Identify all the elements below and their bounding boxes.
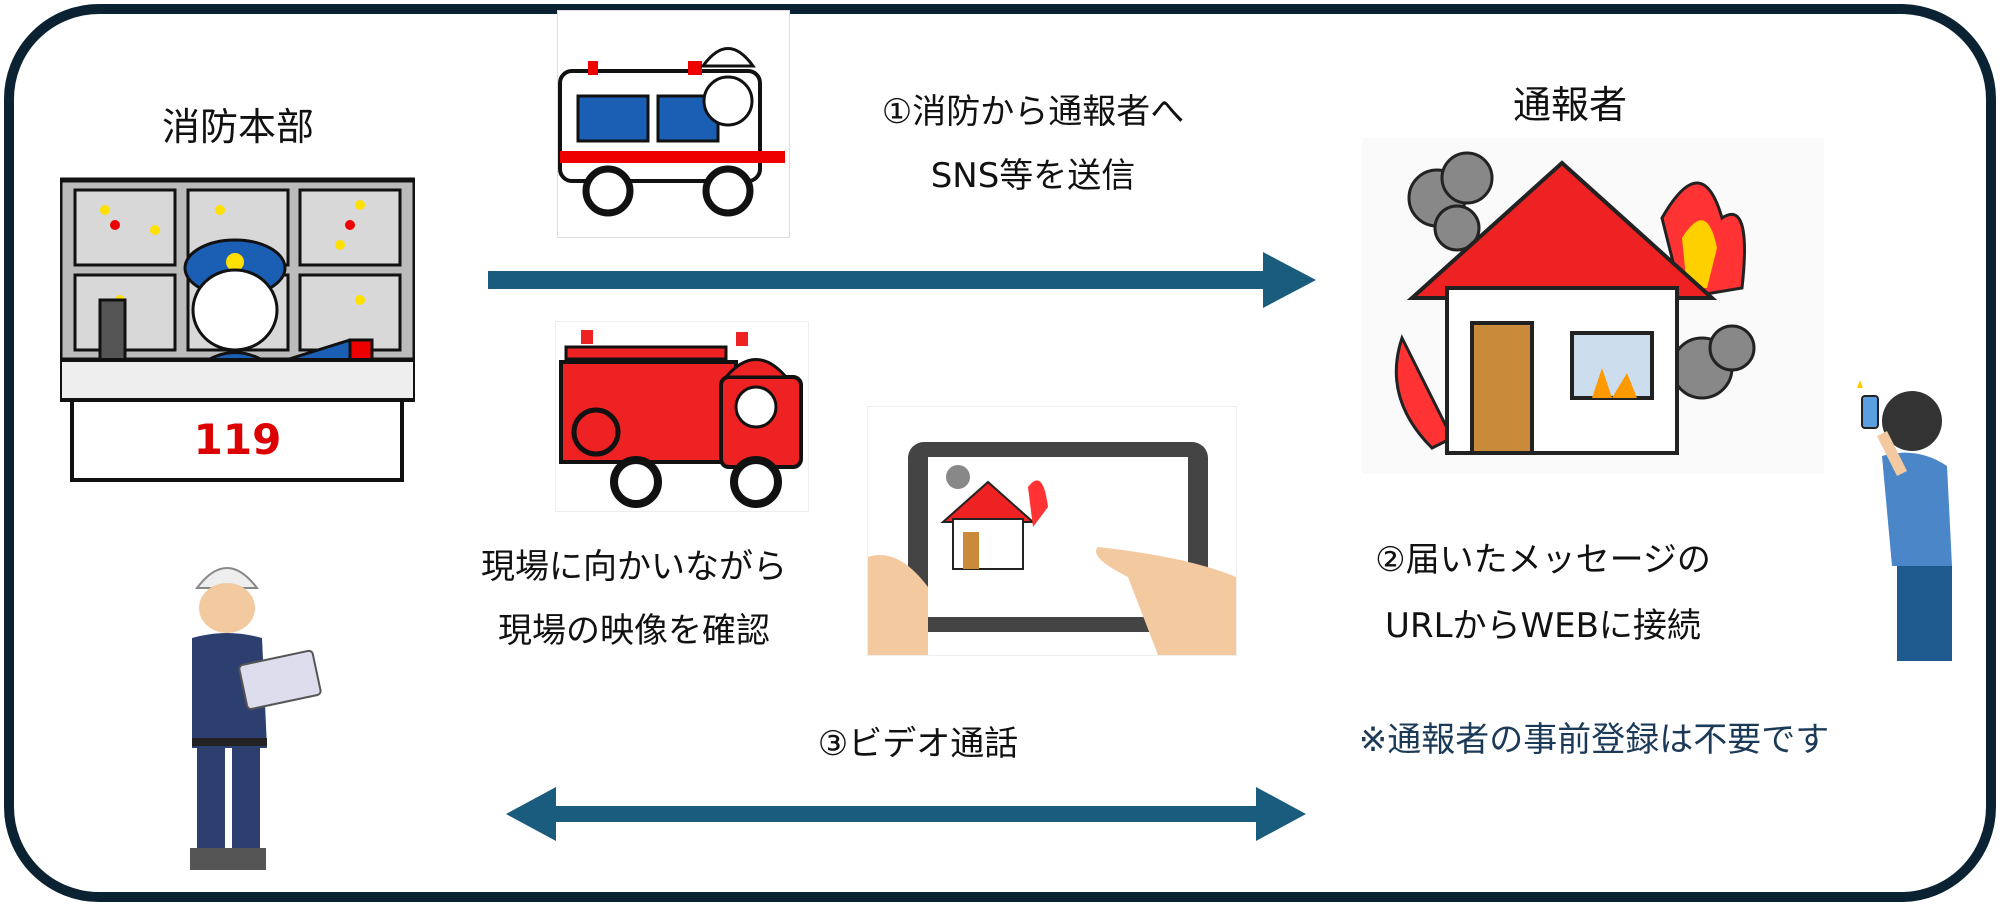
send-arrow xyxy=(488,252,1316,308)
reporter-person-illustration xyxy=(1837,376,1964,670)
step2-line2: URLからWEBに接続 xyxy=(1385,606,1701,646)
burning-house-illustration xyxy=(1362,138,1824,474)
fire-truck-illustration xyxy=(555,321,809,512)
registration-note: ※通報者の事前登録は不要です xyxy=(1358,720,1830,760)
hq-counter-number: 119 xyxy=(193,415,282,464)
tablet-video-illustration xyxy=(867,406,1237,656)
reporter-title: 通報者 xyxy=(1512,83,1628,127)
step1-line1: ①消防から通報者へ xyxy=(881,92,1185,132)
firefighter-tablet-illustration xyxy=(172,548,325,880)
control-room-illustration: 119 xyxy=(60,150,415,501)
fieldview-line2: 現場の映像を確認 xyxy=(498,611,770,651)
ambulance-illustration xyxy=(557,10,790,238)
step3-label: ③ビデオ通話 xyxy=(817,724,1019,764)
video-call-double-arrow xyxy=(506,787,1306,841)
step2-line1: ②届いたメッセージの xyxy=(1375,540,1711,580)
step1-line2: SNS等を送信 xyxy=(930,156,1136,196)
fieldview-line1: 現場に向かいながら xyxy=(481,547,787,587)
hq-title: 消防本部 xyxy=(161,105,315,149)
diagram-frame xyxy=(4,4,1996,902)
